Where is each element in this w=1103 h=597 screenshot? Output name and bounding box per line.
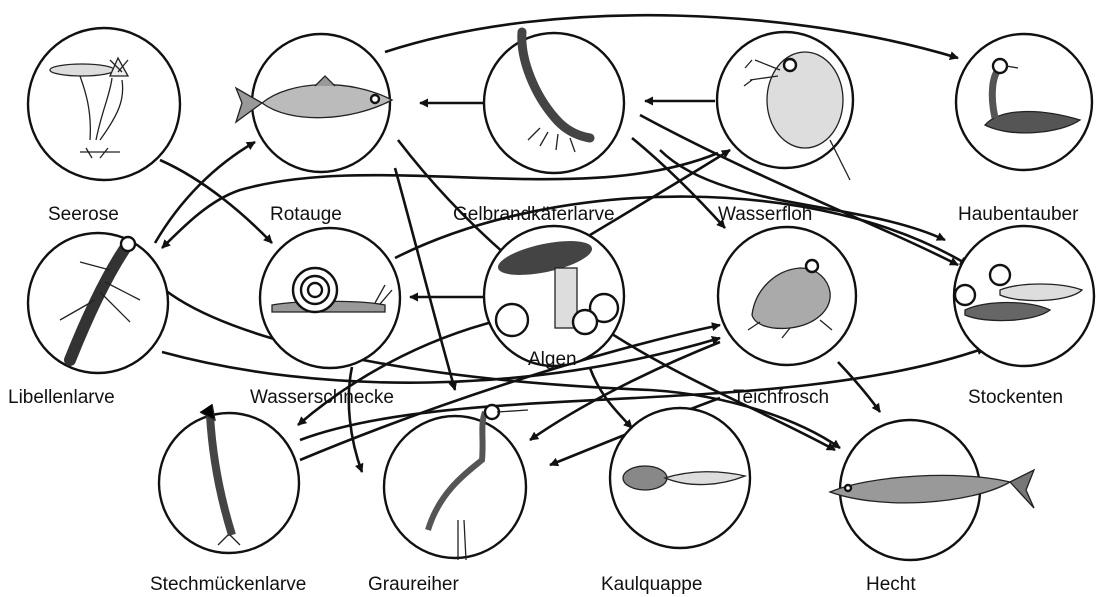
node-label-schnecke: Wasserschnecke <box>250 387 394 408</box>
node-enten: Stockenten <box>954 226 1094 408</box>
node-kaul: Kaulquappe <box>601 408 750 595</box>
node-label-hauben: Haubentauber <box>958 204 1079 225</box>
node-label-muecke: Stechmückenlarve <box>150 574 306 595</box>
node-muecke: Stechmückenlarve <box>150 404 306 595</box>
node-gelbrand: Gelbrandkäferlarve <box>453 32 624 225</box>
node-label-reiher: Graureiher <box>368 574 459 595</box>
node-label-hecht: Hecht <box>866 574 916 595</box>
node-algen: Algen <box>484 226 624 370</box>
edge-wasserfloh-libelle <box>162 153 718 248</box>
node-libelle: Libellenlarve <box>8 233 168 408</box>
edge-frosch-hecht <box>838 362 880 412</box>
node-label-kaul: Kaulquappe <box>601 574 702 595</box>
node-label-libelle: Libellenlarve <box>8 387 115 408</box>
node-label-gelbrand: Gelbrandkäferlarve <box>453 204 615 225</box>
nodes-layer: Seerose Rotauge Gelbrandkäferlarve <box>8 28 1094 595</box>
node-wasserfloh: Wasserfloh <box>717 32 853 225</box>
node-rotauge: Rotauge <box>236 34 392 225</box>
node-hauben: Haubentauber <box>956 34 1092 225</box>
edge-libelle-rotauge <box>155 142 255 243</box>
node-seerose: Seerose <box>28 28 180 225</box>
node-label-rotauge: Rotauge <box>270 204 342 225</box>
node-label-frosch: Teichfrosch <box>733 387 829 408</box>
node-label-seerose: Seerose <box>48 204 119 225</box>
node-label-enten: Stockenten <box>968 387 1063 408</box>
edge-rotauge-reiher <box>395 168 455 390</box>
node-label-algen: Algen <box>528 349 577 370</box>
node-label-wasserfloh: Wasserfloh <box>718 204 812 225</box>
edge-rotauge-hauben <box>385 15 958 58</box>
node-hecht: Hecht <box>830 420 1034 595</box>
node-reiher: Graureiher <box>368 405 528 595</box>
